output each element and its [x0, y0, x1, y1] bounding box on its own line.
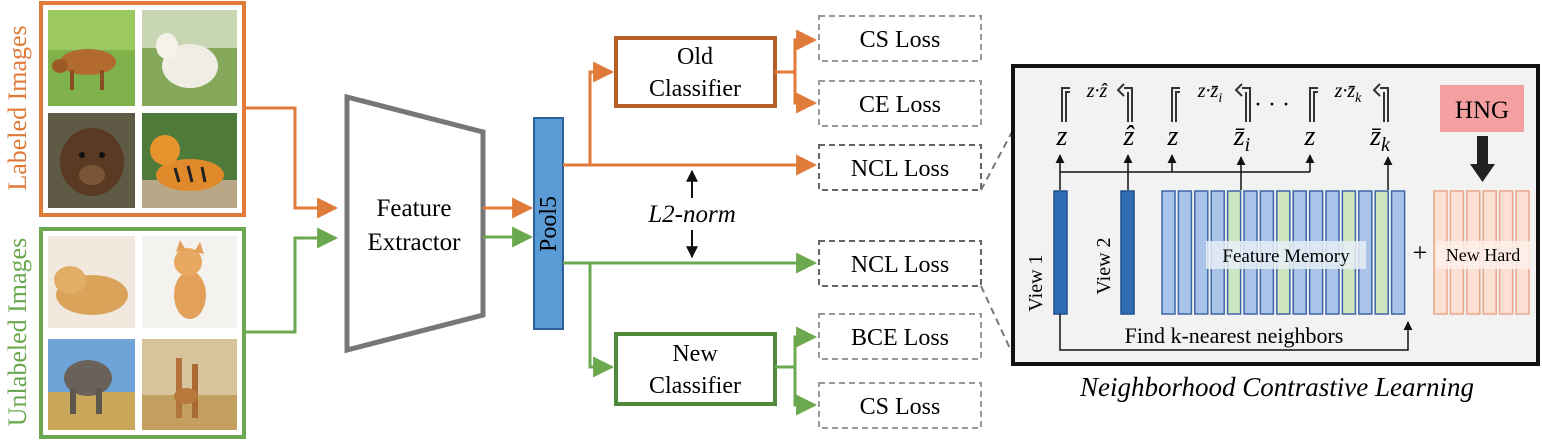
giraffes-image: [142, 339, 237, 430]
l2-norm-label: L2-norm: [647, 201, 736, 228]
new-to-bce-arrow: [775, 326, 818, 369]
product-z-zbar-k-sub: k: [1355, 91, 1362, 106]
feature-extractor-line2: Extractor: [367, 229, 461, 256]
new-hard-negatives: New Hard: [1433, 190, 1530, 315]
elephant-image: [48, 339, 135, 430]
memory-cell: [1374, 190, 1389, 315]
labeled-to-extractor-arrow: [244, 106, 339, 219]
old-to-cs-arrow: [775, 29, 818, 74]
hng-box: [1440, 85, 1524, 132]
view1-label: View 1: [1025, 254, 1047, 311]
zoom-guide-top: [980, 129, 1014, 191]
hng-label: HNG: [1455, 97, 1509, 124]
zbar-k-label: z̄k: [1369, 121, 1391, 156]
find-knn-label: Find k-nearest neighbors: [1125, 323, 1344, 348]
tiger-image: [142, 113, 237, 208]
z-label-2: z: [1167, 121, 1179, 152]
product-z-zbar-i-text: z·z̄: [1197, 80, 1219, 102]
unlabeled-to-extractor-arrow: [244, 227, 339, 334]
cs-loss-top: CS Loss: [860, 27, 941, 53]
ellipsis: · · ·: [1254, 92, 1290, 118]
feature-memory-label: Feature Memory: [1222, 246, 1350, 267]
old-classifier-line1: Old: [677, 44, 713, 70]
zoom-guide-bottom: [980, 285, 1014, 356]
zbar-k-text: z̄: [1369, 121, 1381, 152]
zbar-i-label: z̄i: [1233, 121, 1250, 156]
ncl-caption: Neighborhood Contrastive Learning: [1079, 372, 1474, 402]
old-classifier-line2: Classifier: [649, 76, 741, 102]
zbar-k-sub: k: [1381, 134, 1391, 156]
similarity-products: z·ẑ z·z̄i · · · z·z̄k: [1061, 80, 1389, 122]
pool-to-old-classifier-arrow: [563, 61, 615, 167]
new-classifier-line1: New: [672, 341, 718, 367]
knn-arrow: [1059, 314, 1413, 351]
memory-cell: [1161, 190, 1176, 315]
ncl-panel: z·ẑ z·z̄i · · · z·z̄k z ẑ z: [1011, 64, 1540, 366]
bear-image: [48, 113, 135, 208]
embedding-labels: z ẑ z z̄i z z̄k: [1056, 121, 1391, 156]
cat-image: [142, 236, 237, 328]
product-z-zbar-k: z·z̄k: [1334, 80, 1363, 106]
old-classifier: Old Classifier: [614, 36, 777, 108]
dog-image: [48, 236, 135, 328]
labeled-group: Labeled Images: [3, 1, 246, 217]
ncl-loss-bottom: NCL Loss: [851, 252, 949, 278]
new-classifier-line2: Classifier: [649, 373, 741, 399]
new-hard-label: New Hard: [1446, 245, 1520, 265]
product-z-zbar-i: z·z̄i: [1197, 80, 1223, 106]
zbar-i-sub: i: [1245, 134, 1251, 156]
plus-sign: +: [1413, 238, 1428, 267]
cow-image: [48, 10, 135, 106]
feature-extractor: Feature Extractor: [344, 93, 486, 354]
feature-extractor-line1: Feature: [377, 195, 452, 222]
bce-loss: BCE Loss: [851, 325, 949, 351]
embedding-arrows: [1055, 154, 1393, 190]
old-to-ce-arrow: [793, 72, 818, 114]
memory-cell: [1177, 190, 1193, 315]
unlabeled-group: Unlabeled Images: [3, 227, 246, 439]
ce-loss: CE Loss: [859, 92, 941, 118]
hng-arrow-head: [1470, 164, 1495, 182]
view2-label: View 2: [1093, 237, 1115, 294]
feature-memory: Feature Memory: [1161, 190, 1406, 315]
view1-vector: [1053, 190, 1068, 315]
product-z-zhat: z·ẑ: [1086, 80, 1108, 102]
pool5-layer: Pool5: [533, 117, 564, 330]
new-to-cs-arrow: [793, 367, 818, 416]
memory-cell: [1390, 190, 1406, 315]
cs-loss-bottom: CS Loss: [860, 394, 941, 420]
z-label-3: z: [1304, 121, 1316, 152]
z-label-1: z: [1056, 121, 1068, 152]
new-classifier: New Classifier: [614, 332, 777, 406]
labeled-images-label: Labeled Images: [3, 25, 32, 190]
hng-arrow-shaft: [1477, 136, 1488, 166]
ncl-loss-top: NCL Loss: [851, 156, 949, 182]
pool5-label: Pool5: [536, 196, 562, 252]
memory-cell: [1194, 190, 1209, 315]
sheep-image: [142, 10, 237, 106]
view2-vector: [1120, 190, 1135, 315]
pool-to-new-classifier-arrow: [588, 263, 615, 378]
zhat-label: ẑ: [1123, 121, 1136, 152]
product-z-zbar-i-sub: i: [1218, 91, 1222, 106]
unlabeled-images-label: Unlabeled Images: [3, 238, 32, 426]
loss-boxes: CS Loss CE Loss NCL Loss NCL Loss BCE Lo…: [818, 15, 982, 429]
zbar-i-text: z̄: [1233, 121, 1245, 152]
product-z-zbar-k-text: z·z̄: [1334, 80, 1356, 102]
